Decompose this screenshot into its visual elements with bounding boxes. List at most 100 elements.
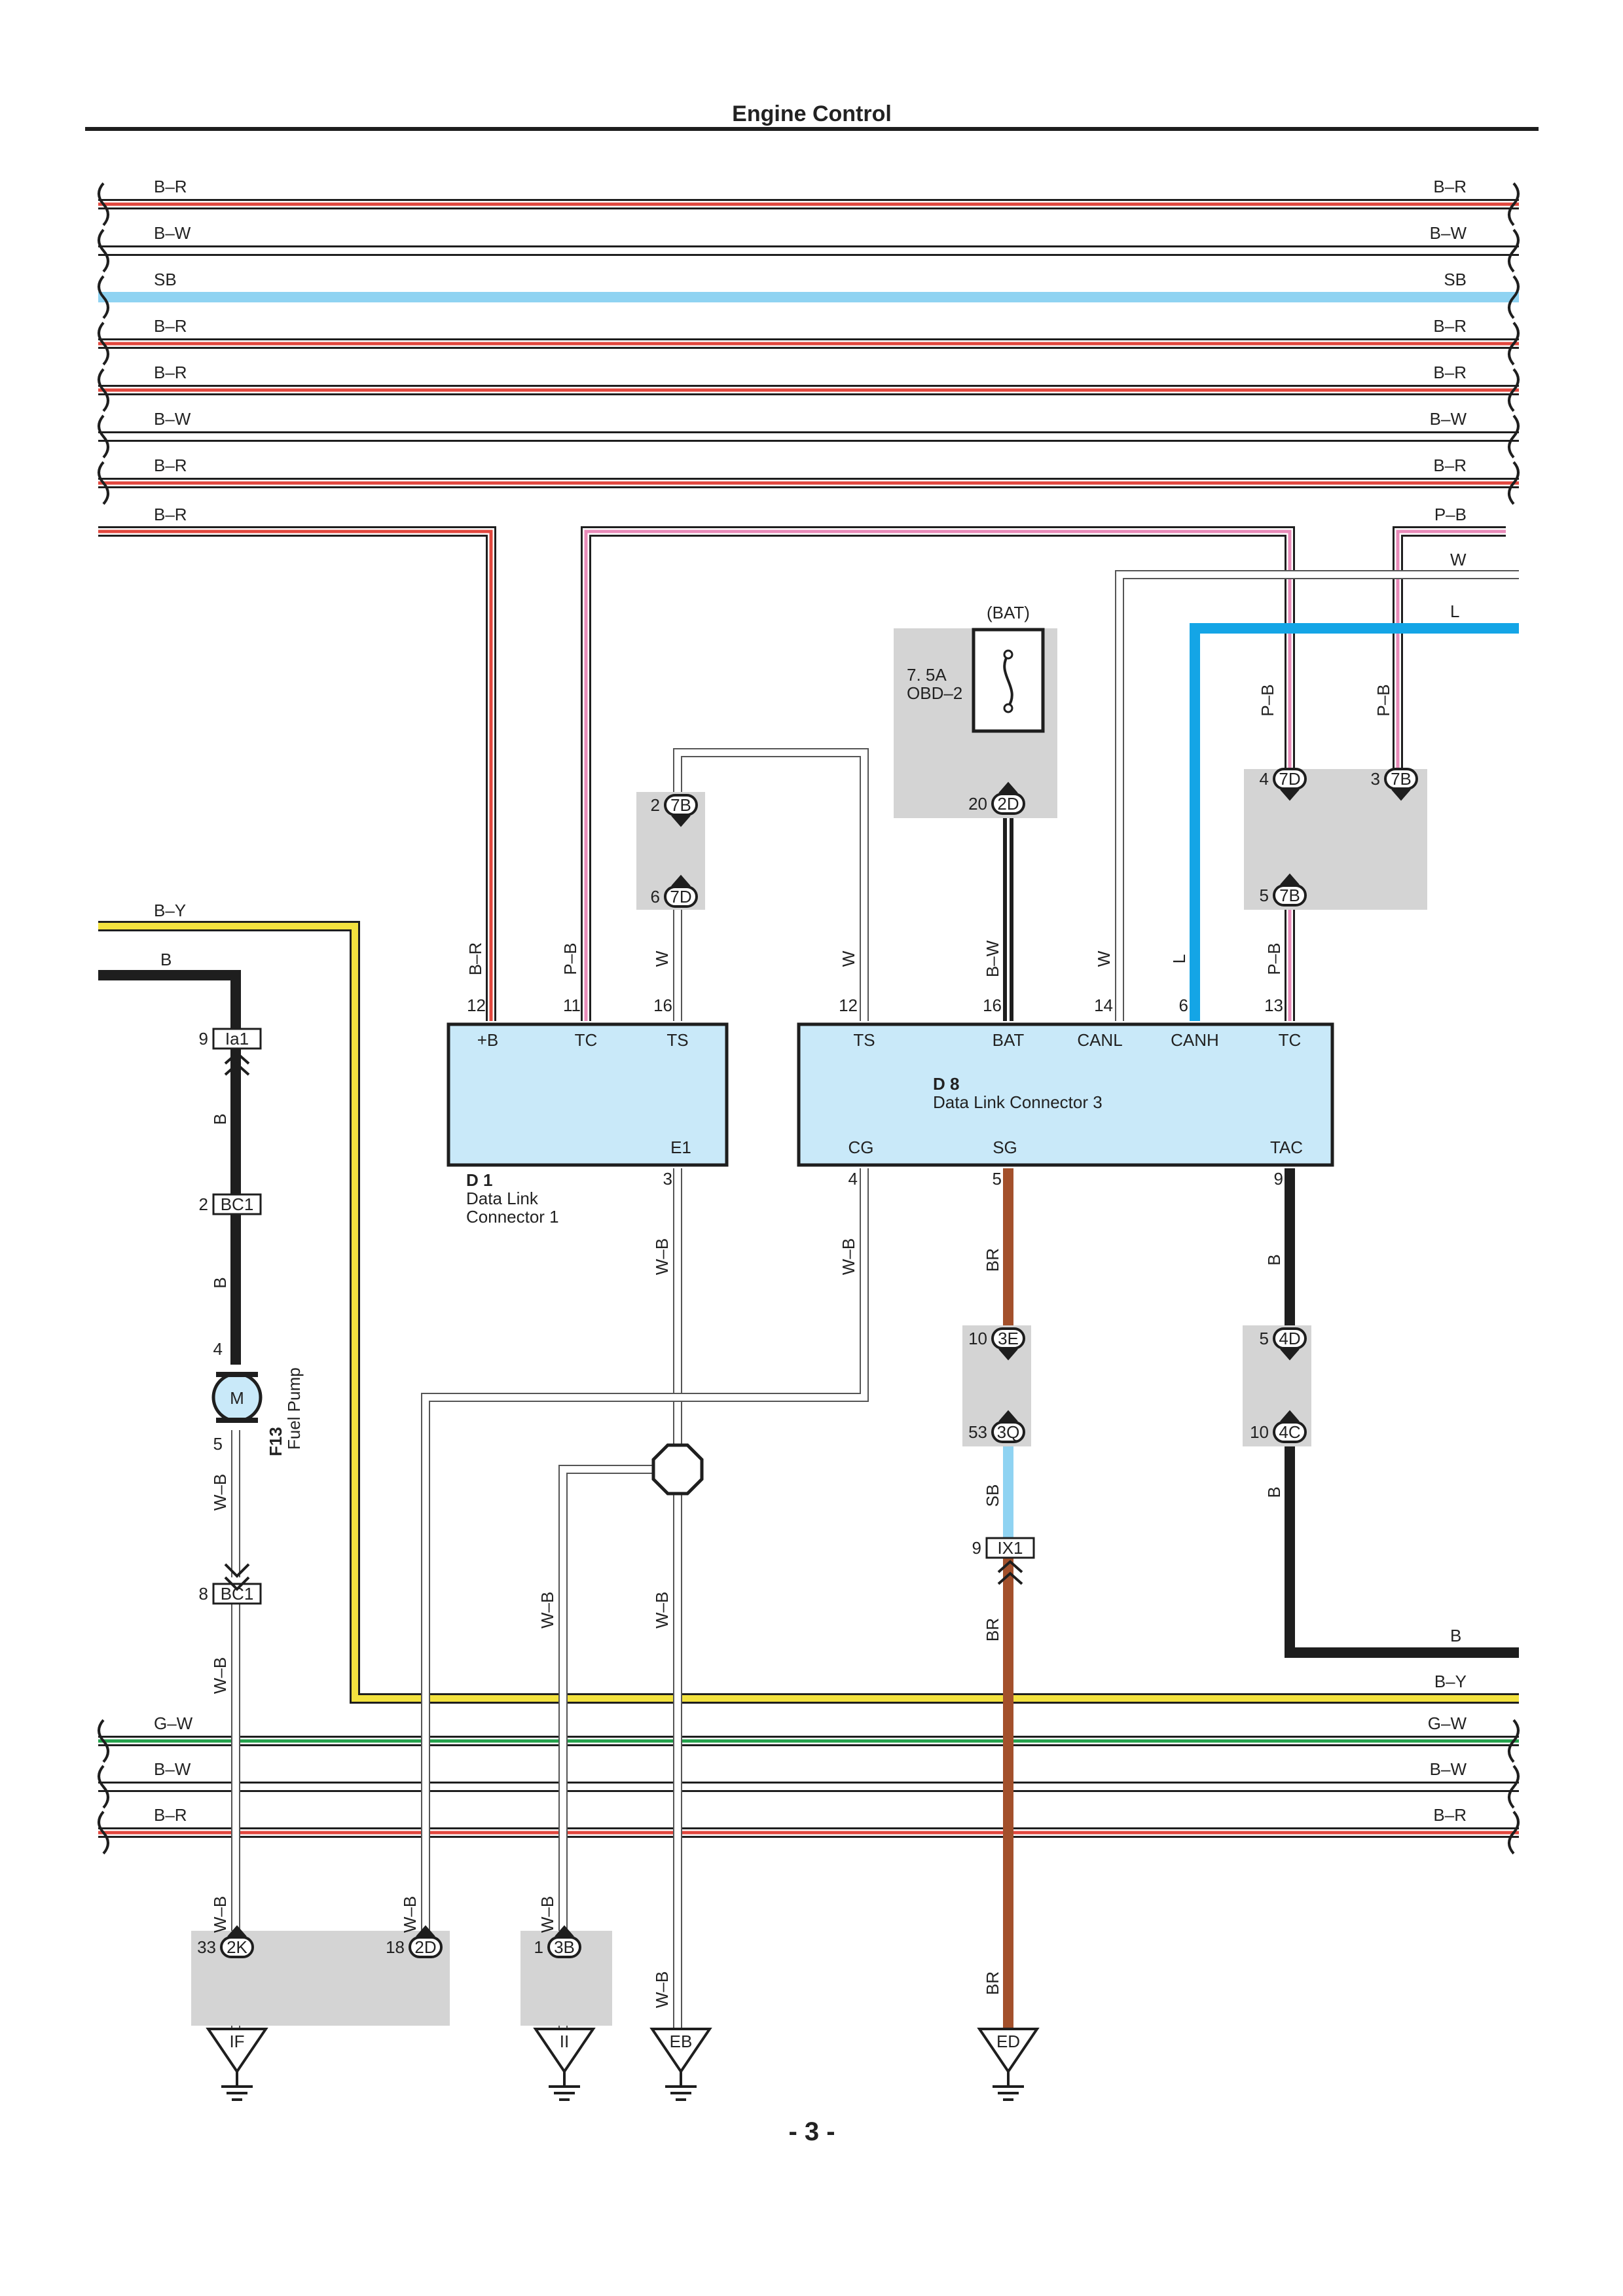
- top-bus-1: [98, 228, 1520, 273]
- d8-body: [797, 1022, 1334, 1167]
- connector-c7b_b-pin: 3: [1371, 769, 1380, 789]
- splice-blocks: [191, 628, 1427, 2026]
- connector-ia1-pin: 9: [199, 1029, 208, 1049]
- bc1-arrow-down: [224, 1563, 250, 1591]
- wire-w-ts-loop: [673, 748, 869, 1021]
- d8-pin-4-num: 13: [1264, 996, 1283, 1015]
- top-bus-label-left-4: B–R: [154, 363, 187, 382]
- d8-pin-3-num: 6: [1179, 996, 1188, 1015]
- d1-pin-0-num: 12: [467, 996, 486, 1015]
- d1-body: [447, 1022, 729, 1167]
- connector-c7d_b-name: 7D: [1279, 769, 1300, 789]
- top-bus-label-right-0: B–R: [1433, 177, 1467, 196]
- connector-c2k-pin: 33: [197, 1937, 216, 1957]
- d1-code: D 1: [466, 1170, 492, 1190]
- label-d8-l: L: [1169, 954, 1189, 963]
- top-bus-label-right-1: B–W: [1430, 223, 1467, 243]
- connector-bc1a-name: BC1: [221, 1194, 254, 1214]
- connector-c4d-name: 4D: [1279, 1329, 1300, 1348]
- top-bus-label-left-6: B–R: [154, 456, 187, 475]
- ground-EB: EB: [649, 2028, 712, 2101]
- top-bus-label-left-2: SB: [154, 270, 177, 289]
- motor-symbol: M: [230, 1388, 244, 1408]
- top-bus-0: [98, 182, 1520, 226]
- connector-c4c-name: 4C: [1279, 1422, 1300, 1442]
- bottom-bus-label-right-0: G–W: [1428, 1713, 1467, 1733]
- top-bus-label-left-3: B–R: [154, 316, 187, 336]
- bottom-bus-label-left-1: B–W: [154, 1759, 191, 1779]
- connector-ix1-pin: 9: [972, 1538, 981, 1558]
- top-bus-6: [98, 461, 1520, 505]
- connector-c3e-name: 3E: [998, 1329, 1019, 1348]
- wire-wb-3b: [558, 1465, 655, 1937]
- connector-c2d_b-arrow: [416, 1925, 435, 1937]
- connector-c7b_a-pin: 2: [651, 795, 660, 815]
- connector-c3q-arrow: [998, 1410, 1018, 1422]
- connector-c2d_a-arrow: [998, 781, 1018, 794]
- label-d1-br: B–R: [465, 942, 485, 976]
- connector-c3q-pin: 53: [968, 1422, 987, 1442]
- connector-c7d_a: 7D 6: [651, 874, 698, 908]
- d8-pin-0-num: 12: [839, 996, 858, 1015]
- connector-c7b_c: 7B5: [1260, 873, 1307, 906]
- top-bus-label-left-0: B–R: [154, 177, 187, 196]
- label-wb-cg: W–B: [839, 1238, 858, 1275]
- fuel-pump-code: F13: [266, 1427, 285, 1456]
- bottom-bus-label-left-2: B–R: [154, 1805, 187, 1825]
- connector-bc1a-pin: 2: [199, 1194, 208, 1214]
- d8-pin-1-num: 16: [983, 996, 1002, 1015]
- bottom-bus-2: [98, 1810, 1520, 1855]
- connector-ia1-name: Ia1: [225, 1029, 249, 1049]
- d8-pin-1-label: BAT: [993, 1030, 1025, 1050]
- top-bus-label-left-5: B–W: [154, 409, 191, 429]
- top-bus-2: [98, 275, 1520, 319]
- connector-c7b_a-name: 7B: [670, 795, 691, 815]
- connector-c7b_b-name: 7B: [1391, 769, 1412, 789]
- d8-pin-0-label: TS: [853, 1030, 875, 1050]
- label-pb-up2: P–B: [1374, 684, 1393, 716]
- connector-c7d_a-arrow: [671, 874, 691, 887]
- d8-pin-2-label: CANL: [1077, 1030, 1122, 1050]
- top-bus-4: [98, 368, 1520, 412]
- connector-c3q-name: 3Q: [997, 1422, 1020, 1442]
- d1-name-2: Connector 1: [466, 1207, 559, 1227]
- connector-c7d_a-pin: 6: [651, 887, 660, 906]
- ground-ED-symbol: [977, 2028, 1040, 2074]
- connector-c2d_b-name: 2D: [414, 1937, 436, 1957]
- ground-IF-symbol: [206, 2028, 268, 2074]
- page-title: Engine Control: [732, 101, 892, 126]
- label-wb-2k: W–B: [210, 1896, 230, 1933]
- label-wb-eb: W–B: [652, 1971, 672, 2008]
- connector-bc1b-pin: 8: [199, 1584, 208, 1604]
- ground-II-label: II: [560, 2032, 569, 2051]
- d1-pin-0-label: +B: [477, 1030, 499, 1050]
- d8-pin-3-label: CANH: [1171, 1030, 1219, 1050]
- label-d8-w14: W: [1094, 950, 1114, 967]
- splice-junction: [651, 1443, 704, 1496]
- connector-c4d-pin: 5: [1260, 1329, 1269, 1348]
- connector-c7d_a-name: 7D: [670, 887, 691, 906]
- connector-c4c-arrow: [1280, 1410, 1300, 1422]
- top-bus-label-left-1: B–W: [154, 223, 191, 243]
- top-bus-label-right-4: B–R: [1433, 363, 1467, 382]
- connector-c7b_b-arrow: [1391, 789, 1411, 801]
- bottom-bus-0: [98, 1719, 1520, 1763]
- bottom-bus-label-right-1: B–W: [1430, 1759, 1467, 1779]
- connector-c3b-name: 3B: [554, 1937, 575, 1957]
- label-wb-fp2: W–B: [210, 1657, 230, 1694]
- fuse-source: (BAT): [987, 603, 1030, 622]
- label-sb-sg: SB: [983, 1484, 1002, 1507]
- connector-c7d_b-pin: 4: [1260, 769, 1269, 789]
- connector-c4d-arrow: [1280, 1348, 1300, 1361]
- ground-EB-symbol: [649, 2028, 712, 2074]
